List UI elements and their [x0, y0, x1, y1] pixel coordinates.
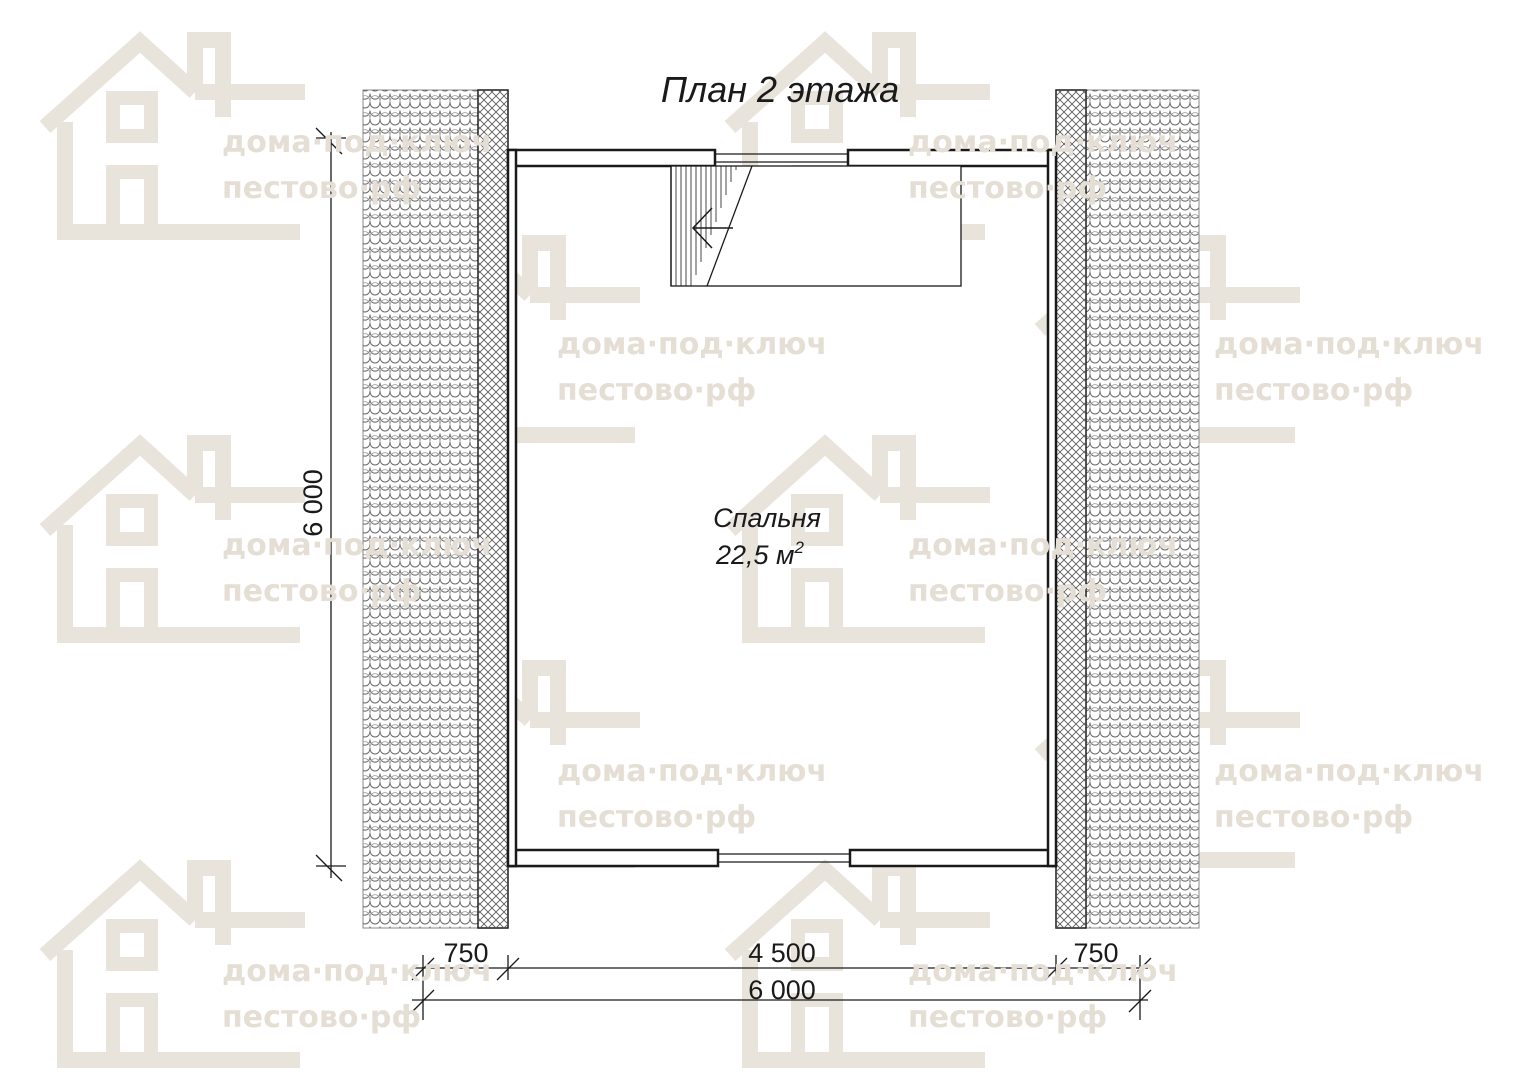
dimension-lines [315, 127, 1152, 1020]
room-name: Спальня [713, 503, 821, 533]
watermark-text-1: дома·под·ключ [908, 125, 1178, 160]
watermark-text: дома·под·ключ пестово·рф дома·под·ключ п… [222, 125, 1484, 1035]
dimension-interior-width: 4 500 [748, 938, 816, 968]
watermark-text-2: пестово·рф [557, 800, 756, 835]
watermark-text-1: дома·под·ключ [222, 125, 492, 160]
watermark-text-2: пестово·рф [908, 574, 1107, 609]
watermark-text-2: пестово·рф [222, 574, 421, 609]
roof-right [1055, 89, 1200, 929]
dimension-roof-left: 750 [443, 938, 488, 968]
roof-left [362, 89, 509, 929]
stair-arrow-icon [691, 207, 733, 249]
walls [506, 148, 1058, 868]
watermark-text-1: дома·под·ключ [557, 327, 827, 362]
watermark-text-2: пестово·рф [908, 171, 1107, 206]
watermark-text-2: пестово·рф [1214, 373, 1413, 408]
watermark-text-1: дома·под·ключ [222, 528, 492, 563]
watermark-text-2: пестово·рф [1214, 800, 1413, 835]
room-area-value: 22,5 м [715, 540, 795, 570]
watermark-text-2: пестово·рф [908, 1000, 1107, 1035]
watermark-text-1: дома·под·ключ [557, 754, 827, 789]
dimension-height-total: 6 000 [298, 469, 328, 537]
stairwell [670, 165, 962, 287]
room-area: 22,5 м2 [715, 538, 805, 570]
watermark-text-1: дома·под·ключ [908, 954, 1178, 989]
watermark-text-2: пестово·рф [557, 373, 756, 408]
room-area-exponent: 2 [794, 538, 805, 557]
watermark-text-1: дома·под·ключ [222, 954, 492, 989]
dimension-width-total: 6 000 [748, 975, 816, 1005]
watermark-text-1: дома·под·ключ [908, 528, 1178, 563]
watermark-text-2: пестово·рф [222, 1000, 421, 1035]
watermark-text-2: пестово·рф [222, 171, 421, 206]
dimension-roof-right: 750 [1073, 938, 1118, 968]
plan-title: План 2 этажа [661, 69, 899, 110]
watermark-text-1: дома·под·ключ [1214, 754, 1484, 789]
watermark-text-1: дома·под·ключ [1214, 327, 1484, 362]
